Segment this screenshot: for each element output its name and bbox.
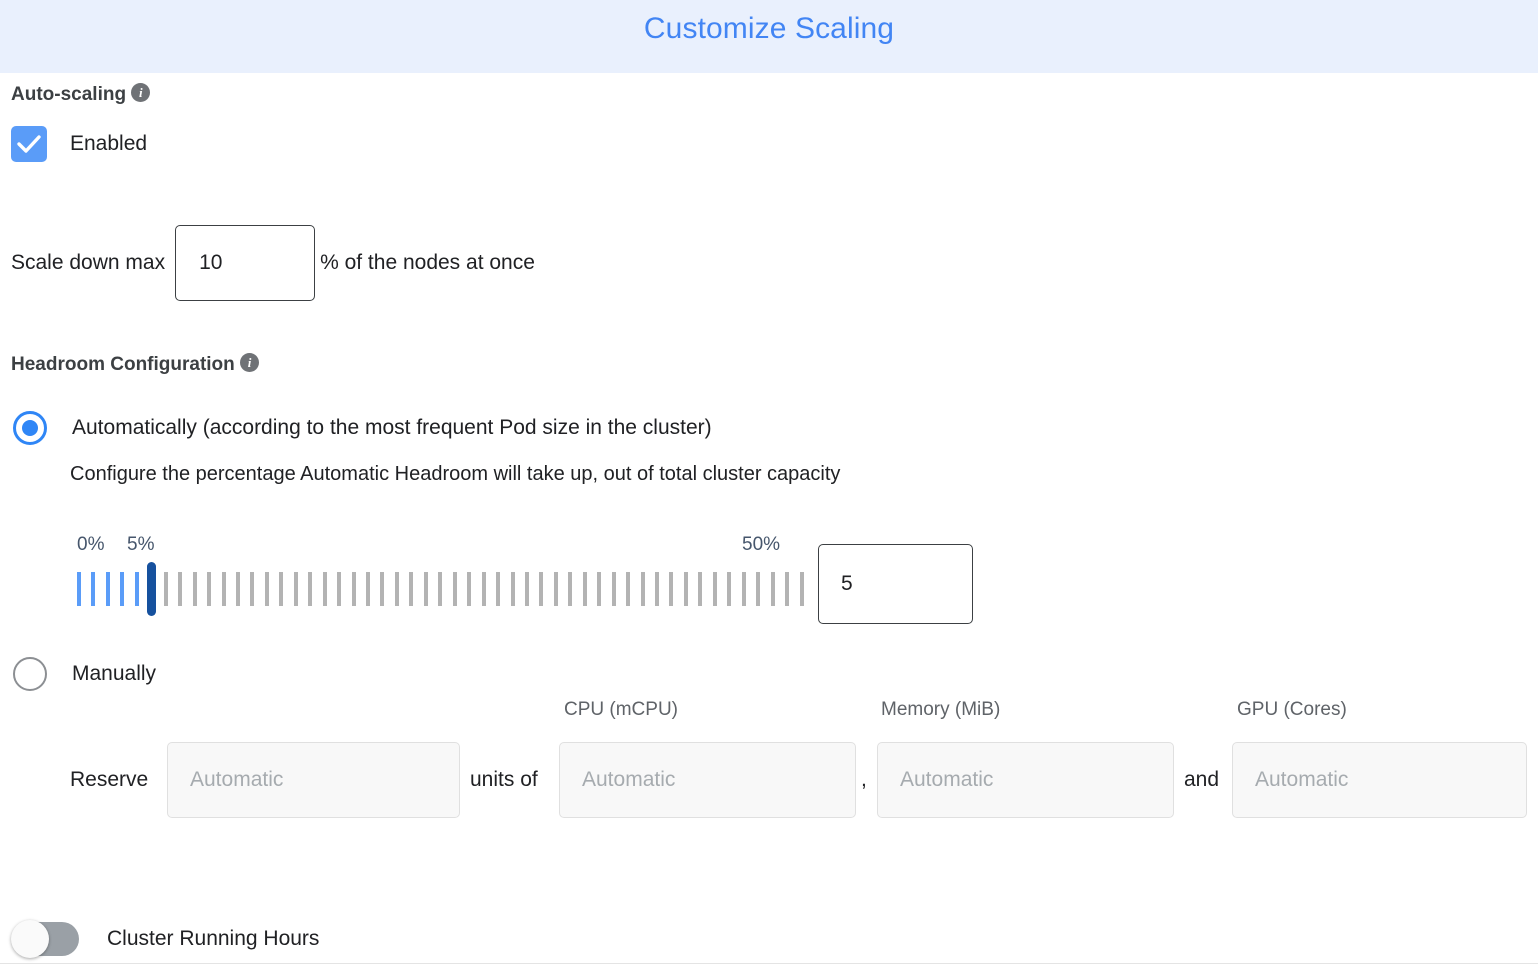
slider-tick[interactable] xyxy=(582,572,587,606)
slider-tick[interactable] xyxy=(553,572,558,606)
slider-tick[interactable] xyxy=(539,572,544,606)
slider-tick[interactable] xyxy=(322,572,327,606)
slider-tick[interactable] xyxy=(235,572,240,606)
headroom-section-label: Headroom Configuration i xyxy=(11,353,260,376)
headroom-percentage-input[interactable] xyxy=(818,544,973,624)
column-header-cpu: CPU (mCPU) xyxy=(564,699,678,720)
slider-tick[interactable] xyxy=(626,572,631,606)
reserve-label: Reserve xyxy=(70,768,149,791)
info-icon[interactable]: i xyxy=(240,353,260,373)
toggle-track[interactable] xyxy=(11,920,79,958)
slider-tick[interactable] xyxy=(77,572,81,606)
slider-tick[interactable] xyxy=(741,572,746,606)
cluster-running-hours-label: Cluster Running Hours xyxy=(107,927,320,950)
headroom-automatic-description: Configure the percentage Automatic Headr… xyxy=(70,463,841,485)
panel-header: Customize Scaling xyxy=(0,0,1538,73)
scale-down-max-input[interactable] xyxy=(175,225,316,301)
slider-tick[interactable] xyxy=(597,572,602,606)
radio-label-automatic: Automatically (according to the most fre… xyxy=(72,416,712,439)
slider-track[interactable] xyxy=(77,562,807,616)
slider-tick[interactable] xyxy=(366,572,370,606)
slider-tick[interactable] xyxy=(178,572,183,606)
slider-tick[interactable] xyxy=(409,572,414,606)
slider-current-label: 5% xyxy=(127,534,155,555)
slider-tick[interactable] xyxy=(799,572,804,606)
checkbox-box[interactable] xyxy=(11,126,47,162)
radio-option-automatic[interactable]: Automatically (according to the most fre… xyxy=(13,411,712,445)
column-header-memory: Memory (MiB) xyxy=(881,699,1001,720)
slider-tick[interactable] xyxy=(207,572,212,606)
slider-tick[interactable] xyxy=(105,572,110,606)
radio-label-manual: Manually xyxy=(72,662,157,685)
toggle-knob[interactable] xyxy=(11,920,49,958)
slider-tick[interactable] xyxy=(698,572,703,606)
radio-indicator-automatic[interactable] xyxy=(13,411,47,445)
info-icon[interactable]: i xyxy=(131,83,151,103)
slider-tick[interactable] xyxy=(481,572,486,606)
cluster-running-hours-toggle[interactable]: Cluster Running Hours xyxy=(11,920,320,958)
checkbox-label: Enabled xyxy=(70,132,148,155)
comma-separator: , xyxy=(861,768,867,791)
reserve-row: Reserve units of , and xyxy=(0,742,1538,818)
slider-tick[interactable] xyxy=(337,572,342,606)
slider-tick[interactable] xyxy=(351,572,356,606)
slider-tick[interactable] xyxy=(785,572,790,606)
slider-tick[interactable] xyxy=(655,572,659,606)
slider-tick[interactable] xyxy=(727,572,732,606)
autoscaling-section-label: Auto-scaling i xyxy=(11,83,151,106)
slider-tick[interactable] xyxy=(394,572,399,606)
slider-tick[interactable] xyxy=(756,572,761,606)
slider-tick[interactable] xyxy=(293,572,298,606)
slider-tick[interactable] xyxy=(250,572,255,606)
slider-tick[interactable] xyxy=(264,572,269,606)
reserve-units-input[interactable] xyxy=(167,742,460,818)
scale-down-suffix-label: % of the nodes at once xyxy=(320,251,535,274)
headroom-label-text: Headroom Configuration xyxy=(11,354,235,375)
slider-tick[interactable] xyxy=(279,572,284,606)
check-icon xyxy=(17,135,41,153)
slider-tick[interactable] xyxy=(221,572,226,606)
slider-tick[interactable] xyxy=(611,572,616,606)
slider-tick[interactable] xyxy=(496,572,501,606)
slider-tick[interactable] xyxy=(770,572,775,606)
slider-tick[interactable] xyxy=(91,572,96,606)
reserve-memory-input[interactable] xyxy=(877,742,1174,818)
page-title: Customize Scaling xyxy=(643,12,895,45)
column-header-gpu: GPU (Cores) xyxy=(1237,699,1347,720)
reserve-cpu-input[interactable] xyxy=(559,742,856,818)
radio-option-manual[interactable]: Manually xyxy=(13,657,156,691)
scale-down-max-row: Scale down max % of the nodes at once xyxy=(11,225,535,301)
slider-tick[interactable] xyxy=(669,572,674,606)
scale-down-prefix-label: Scale down max xyxy=(11,251,166,274)
slider-tick[interactable] xyxy=(163,572,168,606)
autoscaling-label-text: Auto-scaling xyxy=(11,84,127,105)
slider-tick[interactable] xyxy=(120,572,125,606)
slider-tick[interactable] xyxy=(510,572,515,606)
slider-tick[interactable] xyxy=(438,572,443,606)
slider-tick[interactable] xyxy=(524,572,529,606)
slider-tick[interactable] xyxy=(683,572,688,606)
headroom-percentage-slider[interactable]: 0% 5% 50% xyxy=(77,534,807,629)
slider-tick[interactable] xyxy=(380,572,385,606)
slider-tick[interactable] xyxy=(712,572,717,606)
slider-min-label: 0% xyxy=(77,534,105,555)
slider-tick[interactable] xyxy=(568,572,573,606)
slider-tick[interactable] xyxy=(423,572,428,606)
slider-tick[interactable] xyxy=(134,572,139,606)
bottom-divider xyxy=(0,963,1538,964)
slider-max-label: 50% xyxy=(742,534,781,555)
autoscaling-enabled-checkbox[interactable]: Enabled xyxy=(11,126,147,162)
units-of-label: units of xyxy=(470,768,538,791)
reserve-gpu-input[interactable] xyxy=(1232,742,1527,818)
slider-thumb[interactable] xyxy=(146,562,156,616)
slider-tick[interactable] xyxy=(192,572,197,606)
slider-tick[interactable] xyxy=(640,572,645,606)
slider-tick[interactable] xyxy=(308,572,313,606)
slider-tick[interactable] xyxy=(452,572,457,606)
radio-indicator-manual[interactable] xyxy=(13,657,47,691)
slider-tick[interactable] xyxy=(467,572,472,606)
and-separator: and xyxy=(1184,768,1220,791)
